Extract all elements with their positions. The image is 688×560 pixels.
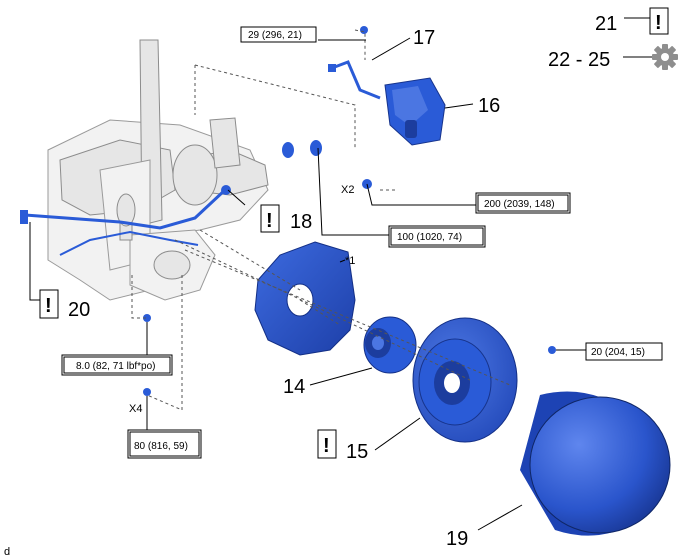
torque-20: 20 (204, 15)	[585, 342, 663, 361]
tire-wheel	[520, 391, 671, 536]
x2-label: X2	[341, 184, 354, 196]
svg-text:!: !	[655, 12, 662, 34]
assembly-lines	[131, 29, 511, 411]
part-16-label: 16	[478, 95, 500, 117]
bushing-b	[310, 140, 322, 156]
bolt-80	[143, 388, 151, 396]
torque-200: 200 (2039, 148)	[475, 192, 571, 214]
part-20-label: 20	[68, 299, 90, 321]
caution-icon: !	[649, 7, 669, 35]
gear-icon	[652, 44, 678, 70]
x4-label: X4	[129, 403, 142, 415]
part-15-label: 15	[346, 441, 368, 463]
part-18-label: 18	[290, 211, 312, 233]
dust-cover	[254, 241, 356, 356]
bolt-29	[360, 26, 368, 34]
part-21-label: 21	[595, 13, 617, 35]
suspension-assembly	[47, 39, 269, 301]
bushing-a	[282, 142, 294, 158]
part-17-label: 17	[413, 27, 435, 49]
disc-rotor	[412, 317, 518, 443]
svg-text:8.0 (82, 71 lbf*po): 8.0 (82, 71 lbf*po)	[76, 361, 156, 372]
svg-text:!: !	[323, 435, 330, 457]
svg-text:20 (204, 15): 20 (204, 15)	[591, 347, 645, 358]
svg-text:100 (1020, 74): 100 (1020, 74)	[397, 232, 462, 243]
svg-text:!: !	[45, 295, 52, 317]
flexible-hose	[328, 60, 381, 100]
hub-nut-20	[548, 346, 556, 354]
svg-text:!: !	[266, 210, 273, 232]
hub-bearing	[363, 316, 417, 374]
svg-text:200 (2039, 148): 200 (2039, 148)	[484, 199, 555, 210]
svg-text:80 (816, 59): 80 (816, 59)	[134, 441, 188, 452]
torque-100: 100 (1020, 74)	[388, 225, 486, 248]
star1-label: *1	[345, 255, 355, 267]
part-22-25-label: 22 - 25	[548, 49, 610, 71]
brake-caliper	[384, 77, 446, 146]
corner-mark: d	[4, 546, 10, 558]
part-14-label: 14	[283, 376, 305, 398]
part-19-label: 19	[446, 528, 468, 550]
torque-29: 29 (296, 21)	[240, 26, 317, 43]
torque-8: 8.0 (82, 71 lbf*po)	[61, 354, 173, 376]
caution-icon: !	[39, 289, 59, 319]
torque-80: 80 (816, 59)	[127, 429, 202, 459]
bolt-8	[143, 314, 151, 322]
speed-sensor-wire	[20, 185, 231, 256]
svg-text:29 (296, 21): 29 (296, 21)	[248, 30, 302, 41]
leader-lines	[29, 17, 656, 531]
caution-icon: !	[317, 429, 337, 459]
caution-icon: !	[260, 204, 280, 233]
